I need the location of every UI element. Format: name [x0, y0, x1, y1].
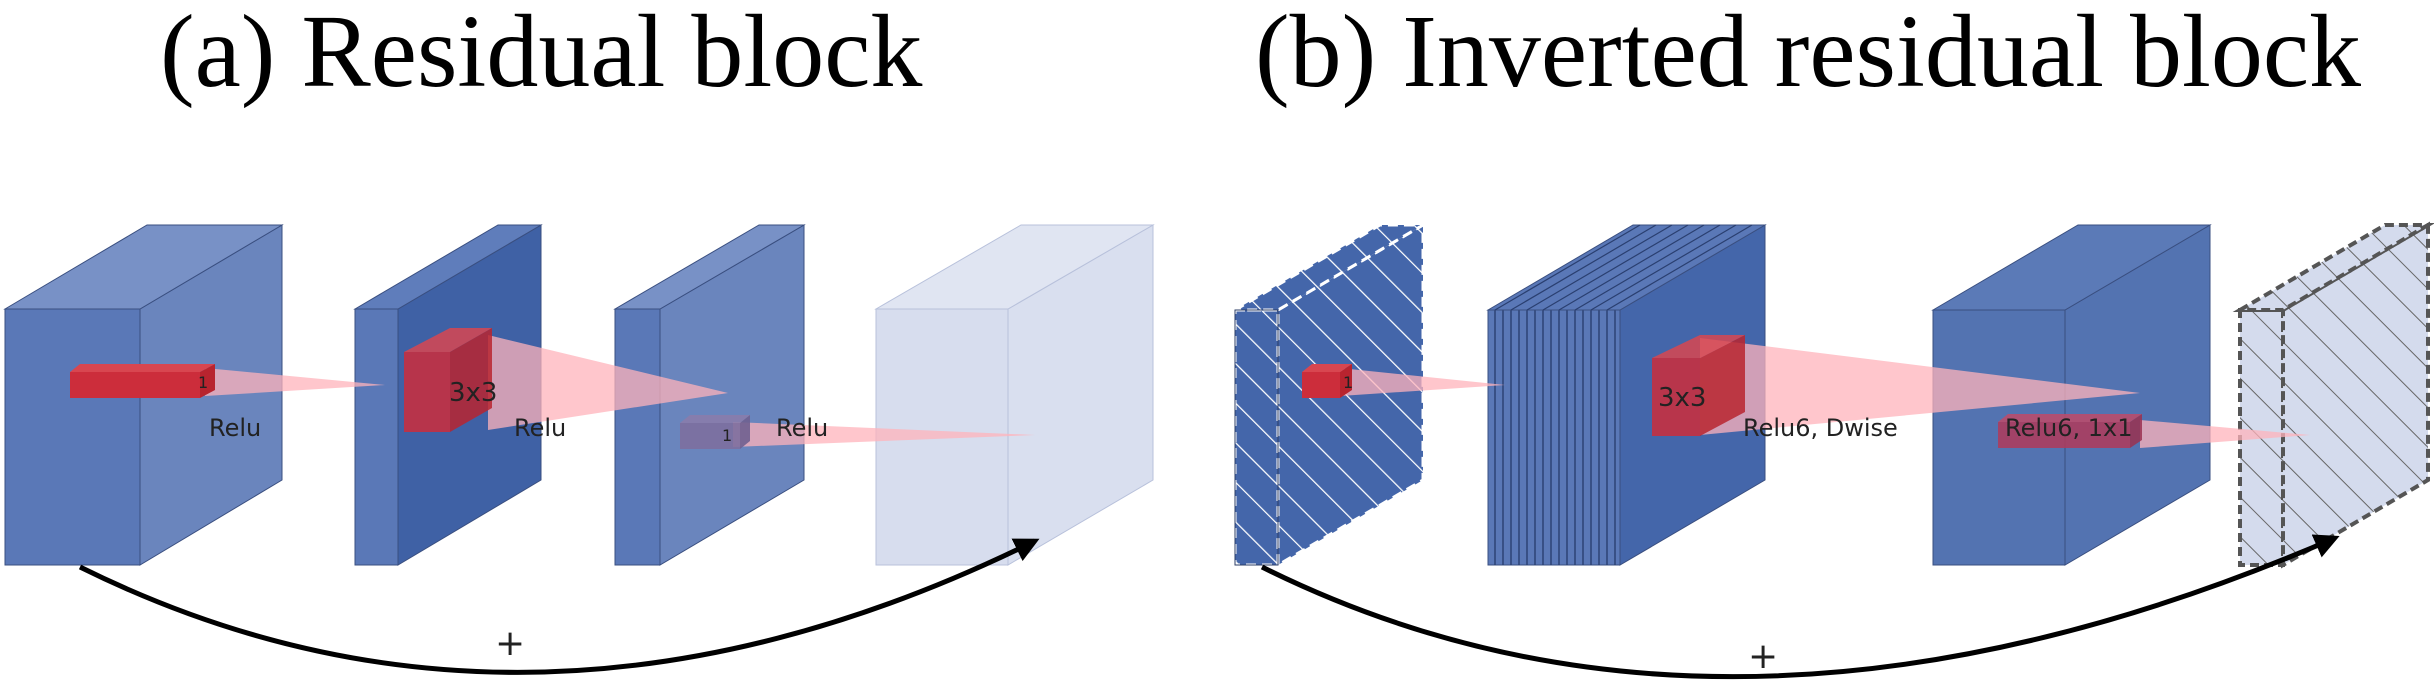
- kernel-b2-label: 3x3: [1658, 383, 1706, 413]
- kernel-a1: [70, 364, 215, 398]
- residual-block-diagram: 1 3x3 1 Relu Relu Relu +: [3, 224, 1155, 675]
- kernel-a3: [680, 415, 750, 449]
- block-b2-top-lines: [1494, 224, 1753, 311]
- block-b2-stack-lines: [1494, 310, 1616, 565]
- plus-sign-b: +: [1748, 636, 1778, 677]
- relu-label-2: Relu: [514, 414, 566, 442]
- block-b2: [1486, 224, 1767, 566]
- kernel-a3-label: 1: [722, 426, 732, 445]
- beam-a3: [733, 422, 1035, 447]
- beam-a1: [205, 368, 385, 396]
- skip-connection-arrow-a: [78, 538, 1040, 675]
- relu-label-3: Relu: [776, 414, 828, 442]
- block-a3: [613, 224, 806, 566]
- kernel-a2-label: 3x3: [449, 378, 497, 408]
- kernel-b1: [1302, 364, 1352, 398]
- beam-b2: [1700, 338, 2140, 435]
- block-a4: [874, 224, 1155, 566]
- kernel-a2: [404, 328, 492, 432]
- beam-b1: [1340, 368, 1505, 396]
- skip-connection-arrow-b: [1260, 534, 2340, 680]
- relu6-1x1-label: Relu6, 1x1: [2005, 414, 2133, 442]
- title-residual-block: (a) Residual block: [160, 0, 923, 109]
- beam-b3: [2140, 420, 2310, 448]
- kernel-a1-label: 1: [198, 373, 208, 392]
- beam-a2: [488, 335, 728, 430]
- inverted-residual-block-diagram: 1 3x3 Relu6, Dwise Relu6, 1x1 +: [1229, 221, 2434, 680]
- kernel-b3: [1998, 414, 2142, 448]
- relu6-dwise-label: Relu6, Dwise: [1743, 414, 1898, 442]
- kernel-b1-label: 1: [1343, 373, 1353, 392]
- relu-label-1: Relu: [209, 414, 261, 442]
- plus-sign-a: +: [495, 623, 525, 664]
- title-inverted-residual-block: (b) Inverted residual block: [1255, 0, 2362, 109]
- block-b4: [2232, 221, 2434, 569]
- kernel-b2: [1652, 335, 1745, 436]
